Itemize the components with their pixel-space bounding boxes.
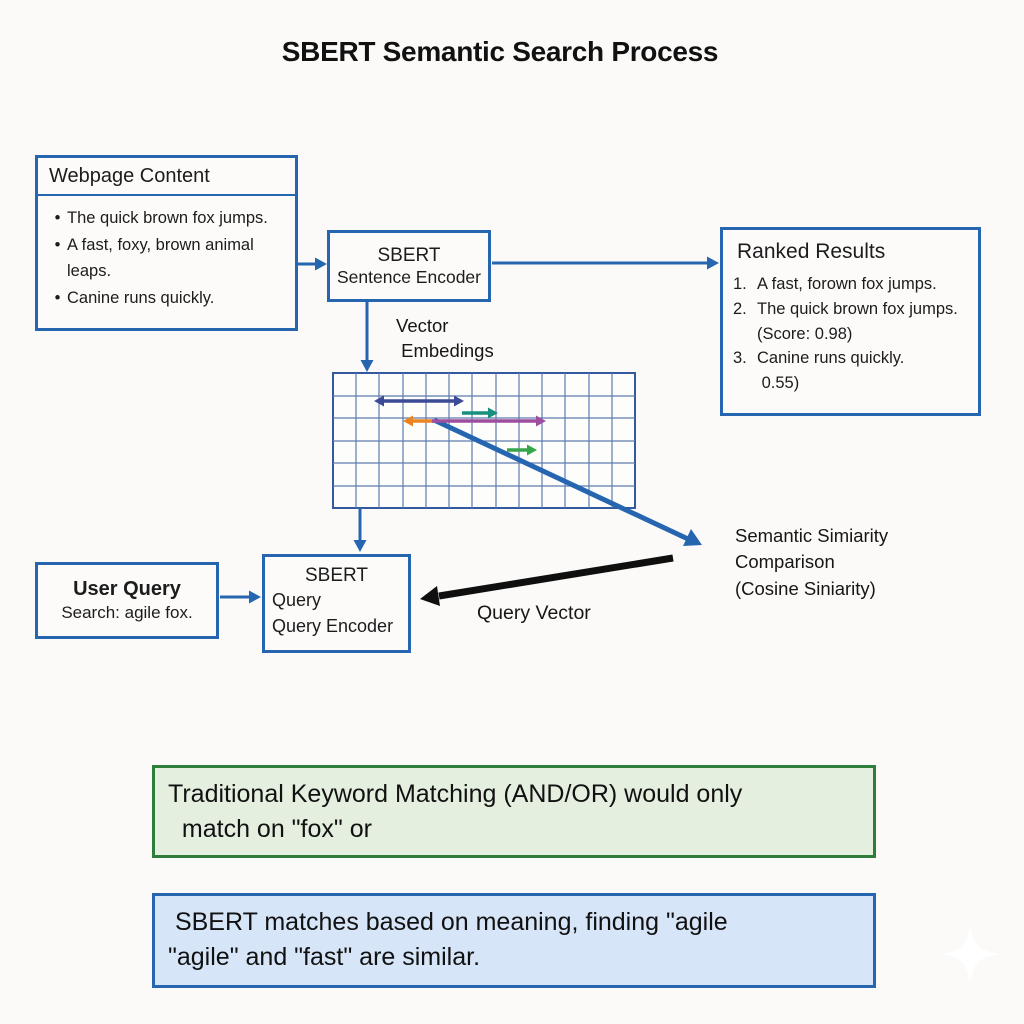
embedding-vector-navy-right-head — [454, 395, 464, 407]
vector-embeddings-label: Vector Embedings — [396, 315, 494, 361]
arrowhead-encoder-to-results — [707, 256, 719, 270]
keyword-matching-note: Traditional Keyword Matching (AND/OR) wo… — [152, 765, 876, 858]
sentence-encoder-subtitle: Sentence Encoder — [337, 266, 481, 287]
user-query-title: User Query — [73, 578, 181, 600]
result-text: A fast, forown fox jumps. — [757, 275, 937, 293]
bullet-icon: • — [54, 236, 61, 255]
webpage-content-list: • The quick brown fox jumps. • A fast, f… — [38, 196, 295, 311]
list-item: • The quick brown fox jumps. — [48, 205, 287, 231]
arrowhead-query-vector — [420, 586, 440, 606]
ranked-result-item: 3. Canine runs quickly. 0.55) — [733, 346, 968, 396]
ranked-results-title: Ranked Results — [737, 240, 886, 263]
arrow-query-vector — [438, 554, 674, 600]
query-encoder-line2: Query — [272, 590, 322, 610]
embedding-grid — [332, 372, 636, 509]
ranked-result-item: 2. The quick brown fox jumps. (Score: 0.… — [733, 297, 968, 347]
user-query-text: Search: agile fox. — [61, 603, 193, 622]
page-title: SBERT Semantic Search Process — [281, 36, 719, 67]
sbert-matching-note: SBERT matches based on meaning, finding … — [152, 893, 876, 988]
list-item: • A fast, foxy, brown animal leaps. — [48, 232, 287, 284]
result-text: Canine runs quickly. 0.55) — [757, 349, 905, 392]
arrowhead-encoder-to-grid — [360, 360, 374, 372]
result-number: 2. — [733, 299, 747, 318]
semantic-similarity-label: Semantic Simiarity Comparison (Cosine Si… — [735, 525, 889, 599]
list-item: • Canine runs quickly. — [48, 285, 287, 311]
sparkle-icon — [941, 925, 999, 983]
embedding-vector-magenta-head — [536, 415, 546, 427]
query-encoder-title: SBERT — [304, 565, 368, 586]
webpage-content-box: Webpage Content • The quick brown fox ju… — [35, 155, 298, 331]
arrowhead-query-to-encoder — [249, 590, 261, 604]
list-item-text: Canine runs quickly. — [67, 289, 215, 308]
embedding-grid-lines — [333, 373, 635, 508]
bullet-icon: • — [54, 209, 61, 227]
ranked-results-box: Ranked Results 1. A fast, forown fox jum… — [720, 227, 981, 416]
user-query-box: User Query Search: agile fox. — [35, 562, 219, 639]
sentence-encoder-box: SBERT Sentence Encoder — [327, 230, 491, 302]
embedding-vector-green-head — [527, 444, 537, 456]
list-item-text: The quick brown fox jumps. — [67, 209, 268, 227]
result-text: The quick brown fox jumps. (Score: 0.98) — [757, 299, 958, 343]
query-encoder-line3: Query Encoder — [272, 616, 394, 637]
result-number: 1. — [733, 275, 747, 293]
embedding-vector-teal-head — [488, 407, 498, 419]
webpage-content-title: Webpage Content — [38, 158, 295, 196]
query-vector-label: Query Vector — [477, 602, 591, 624]
arrowhead-grid-to-query-encoder — [353, 540, 367, 552]
bullet-icon: • — [54, 289, 61, 308]
embedding-vector-navy-left-head — [374, 395, 384, 407]
sentence-encoder-title: SBERT — [377, 244, 441, 266]
arrowhead-content-to-encoder — [315, 257, 327, 271]
list-item-text: A fast, foxy, brown animal leaps. — [67, 236, 254, 281]
query-encoder-box: SBERT Query Query Encoder — [262, 554, 411, 653]
arrow-grid-to-similarity — [432, 417, 690, 542]
result-number: 3. — [733, 349, 747, 368]
ranked-result-item: 1. A fast, forown fox jumps. — [733, 272, 968, 297]
arrowhead-grid-to-similarity — [683, 529, 702, 546]
embedding-vector-orange-head — [403, 415, 413, 427]
